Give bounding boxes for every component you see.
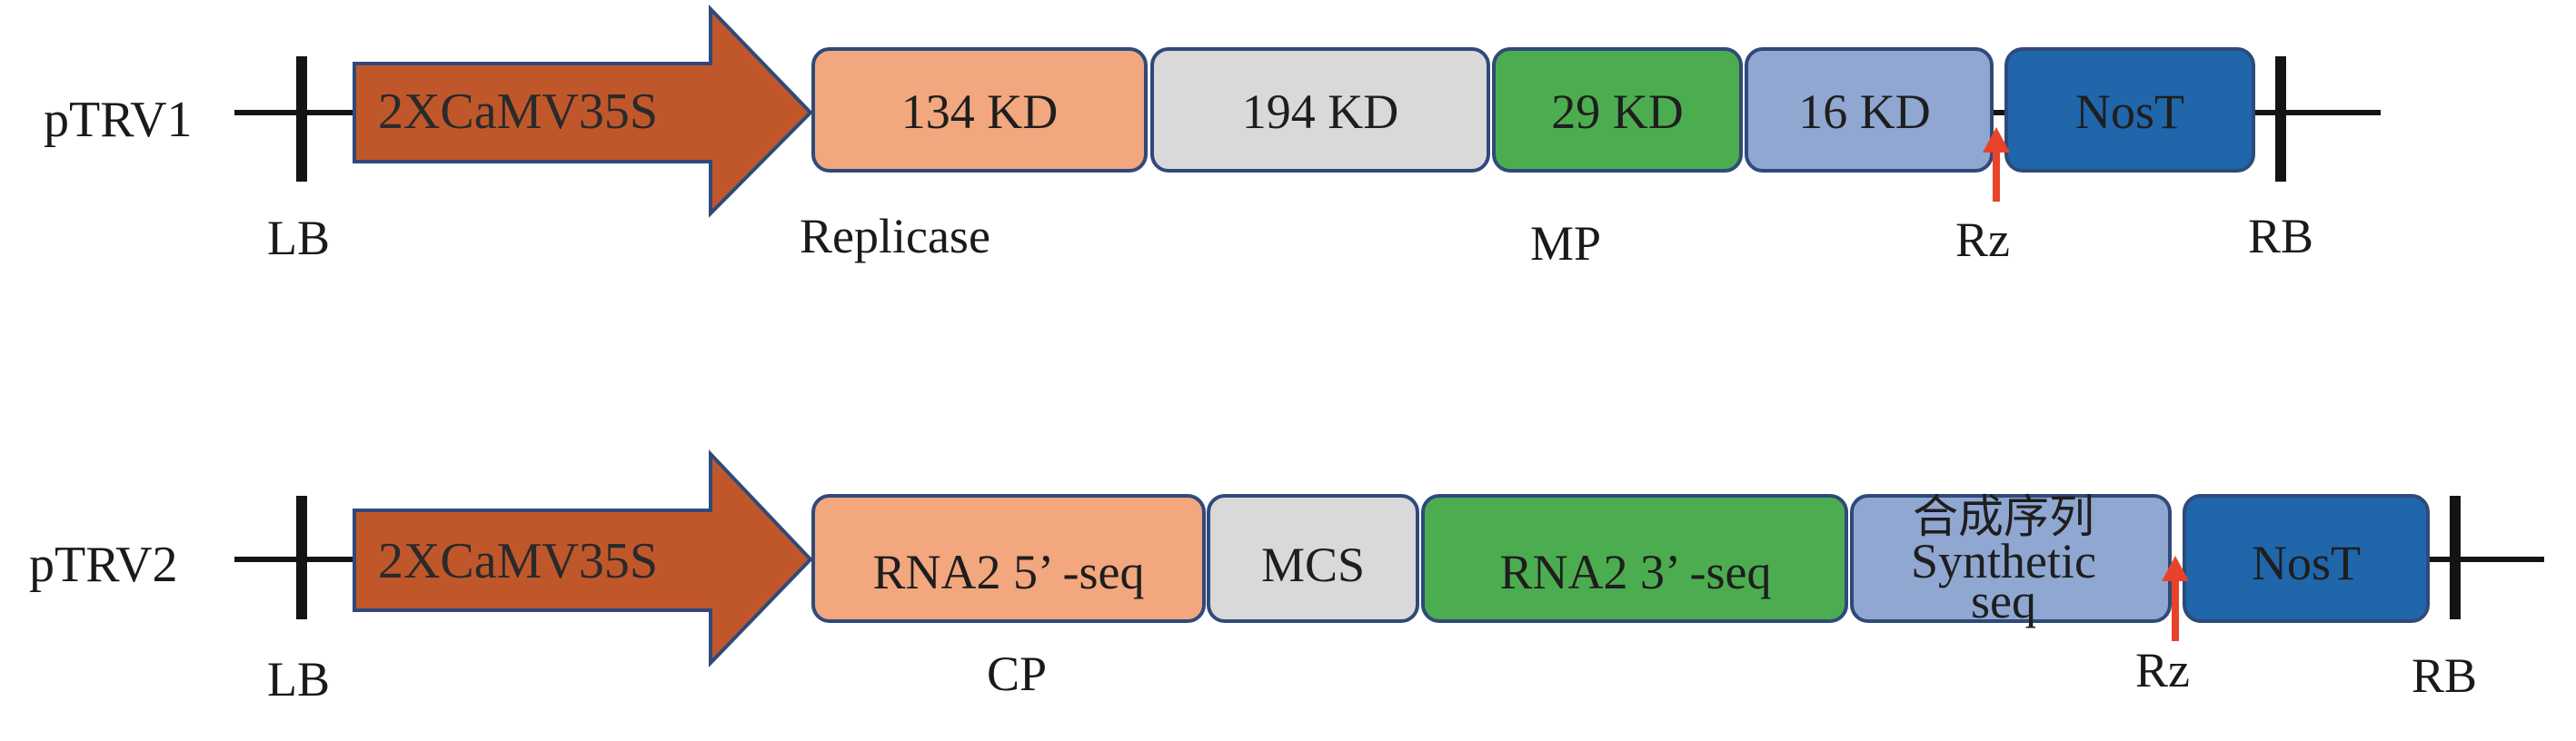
segment-rna2-3-seq-label: RNA2 3’ -seq (1500, 545, 1772, 599)
annotation-mp: MP (1530, 216, 1601, 271)
promoter-arrow (353, 449, 813, 667)
segment-29kd (1492, 47, 1743, 173)
ribozyme-arrow (2162, 556, 2189, 641)
right-border-label: RB (2248, 209, 2313, 263)
segment-mcs-label: MCS (1261, 538, 1365, 592)
segment-134kd (811, 47, 1148, 173)
segment-194kd (1150, 47, 1490, 173)
segment-nost (2004, 47, 2255, 173)
segment-rna2-5-seq-label: RNA2 5’ -seq (873, 545, 1145, 599)
segment-nost-label: NosT (2252, 536, 2361, 590)
segment-16kd-label: 16 KD (1798, 84, 1931, 139)
segment-16kd (1745, 47, 1994, 173)
ribozyme-label: Rz (2135, 643, 2190, 697)
segment-synthetic-seq-label-zh: 合成序列 (1913, 490, 2094, 543)
promoter-label: 2XCaMV35S (378, 84, 658, 140)
annotation-replicase: Replicase (800, 209, 990, 263)
segment-nost (2183, 494, 2430, 623)
segment-194kd-label: 194 KD (1242, 84, 1399, 139)
left-border-label: LB (267, 211, 330, 265)
construct-name-ptrv2: pTRV2 (29, 537, 178, 593)
segment-134kd-label: 134 KD (901, 84, 1059, 139)
construct-ptrv1: 2XCaMV35S 134 KD 194 KD 29 KD 16 KD NosT… (44, 5, 2381, 271)
segment-nost-label: NosT (2075, 84, 2184, 139)
promoter-arrow (353, 5, 813, 218)
promoter-label: 2XCaMV35S (378, 533, 658, 589)
left-border-label: LB (267, 652, 330, 706)
construct-ptrv2: 2XCaMV35S RNA2 5’ -seq MCS RNA2 3’ -seq … (29, 449, 2544, 706)
annotation-cp: CP (987, 647, 1047, 701)
segment-mcs (1207, 494, 1419, 623)
segment-synthetic-seq-label-line2: seq (1971, 574, 2036, 628)
segment-rna2-5-seq (811, 494, 1206, 623)
segment-29kd-label: 29 KD (1551, 84, 1684, 139)
construct-name-ptrv1: pTRV1 (44, 92, 193, 148)
segment-rna2-3-seq (1421, 494, 1848, 623)
segment-synthetic-seq (1850, 494, 2172, 623)
segment-synthetic-seq-label-line1: Synthetic (1911, 534, 2096, 588)
ribozyme-arrow (1983, 127, 2010, 202)
ribozyme-label: Rz (1955, 212, 2010, 267)
right-border-label: RB (2412, 648, 2477, 703)
